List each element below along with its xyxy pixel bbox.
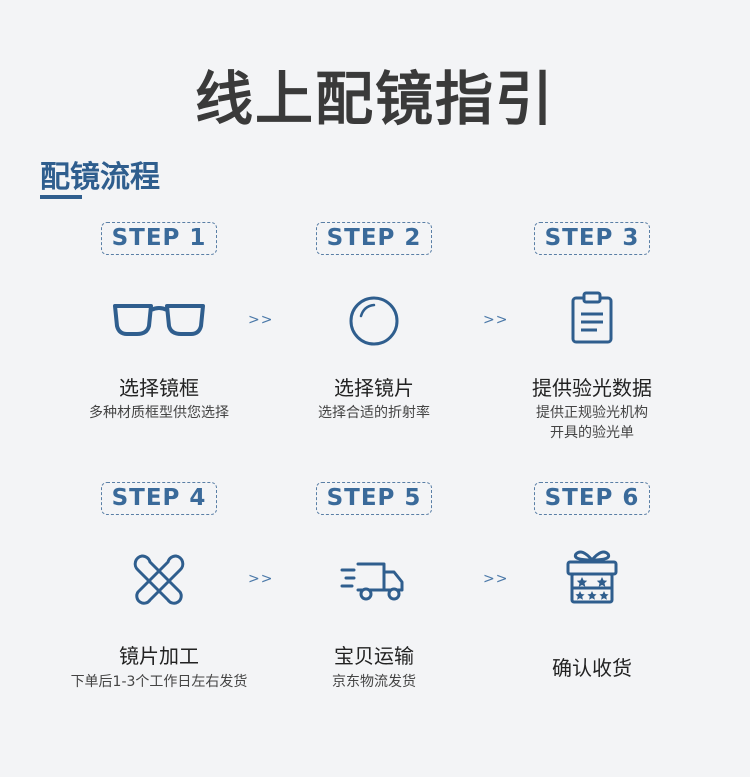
step-5: STEP 5 宝贝运输 京东物流发货 xyxy=(264,482,484,702)
lens-icon xyxy=(349,296,399,346)
delivery-truck-icon xyxy=(340,562,404,601)
step-4: STEP 4 镜片加工 下单后1-3个工作日左右发货 xyxy=(49,482,269,702)
step-3-title: 提供验光数据 xyxy=(532,376,652,400)
clipboard-icon xyxy=(571,291,613,344)
arrow-4: >> xyxy=(483,571,509,587)
step-3-badge: STEP 3 xyxy=(533,222,651,255)
arrow-1: >> xyxy=(248,312,274,328)
arrow-2: >> xyxy=(483,312,509,328)
step-6-title: 确认收货 xyxy=(552,656,632,680)
step-4-badge: STEP 4 xyxy=(100,482,218,515)
section-heading: 配镜流程 xyxy=(40,160,160,195)
step-2-title: 选择镜片 xyxy=(334,376,414,400)
step-3-desc: 提供正规验光机构 开具的验光单 xyxy=(536,405,648,441)
step-3: STEP 3 提供验光数据 提供正规验光机构 开具的验光单 xyxy=(482,222,702,442)
step-4-desc: 下单后1-3个工作日左右发货 xyxy=(70,674,248,690)
section-underline xyxy=(40,195,82,199)
step-2: STEP 2 选择镜片 选择合适的折射率 xyxy=(264,222,484,442)
step-1-desc: 多种材质框型供您选择 xyxy=(89,405,229,421)
step-5-title: 宝贝运输 xyxy=(334,644,414,668)
step-4-title: 镜片加工 xyxy=(119,644,199,668)
step-5-desc: 京东物流发货 xyxy=(332,674,416,690)
step-1-badge: STEP 1 xyxy=(100,222,218,255)
step-1: STEP 1 选择镜框 多种材质框型供您选择 xyxy=(49,222,269,442)
step-1-title: 选择镜框 xyxy=(119,376,199,400)
page-title: 线上配镜指引 xyxy=(194,65,555,133)
step-6-badge: STEP 6 xyxy=(533,482,651,515)
step-6: STEP 6 确认收货 xyxy=(482,482,702,702)
glasses-icon xyxy=(113,304,205,336)
arrow-3: >> xyxy=(248,571,274,587)
gift-box-icon xyxy=(566,550,618,604)
step-2-desc: 选择合适的折射率 xyxy=(318,405,430,421)
tools-icon xyxy=(133,554,185,605)
step-2-badge: STEP 2 xyxy=(315,222,433,255)
step-5-badge: STEP 5 xyxy=(315,482,433,515)
